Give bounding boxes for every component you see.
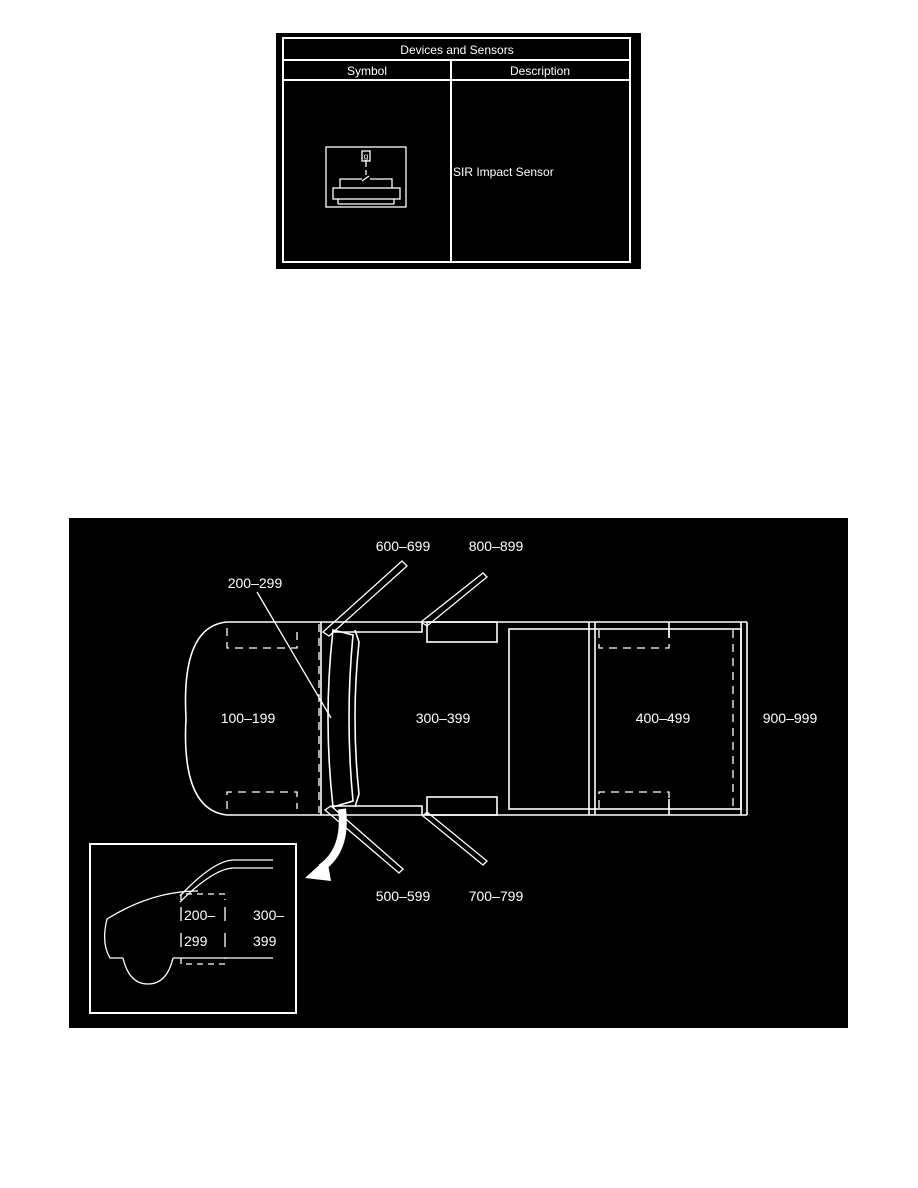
inset-dash-bottom <box>180 958 226 965</box>
inset-callout-arrow <box>305 808 347 881</box>
sensor-glyph: g <box>364 152 368 161</box>
zone-label-400: 400–499 <box>636 710 691 726</box>
windshield <box>327 629 354 809</box>
table-border <box>282 37 631 263</box>
devices-and-sensors-table: Devices and Sensors Symbol Description g… <box>276 33 641 269</box>
door-bottom-rear <box>426 796 498 816</box>
door-top-front <box>332 622 423 633</box>
zone-label-200: 200–299 <box>228 575 283 591</box>
zone-marker-front-top <box>226 628 298 649</box>
zone-label-100: 100–199 <box>221 710 276 726</box>
inset-roofline-inner <box>179 867 273 903</box>
inset-label-299: 299 <box>184 933 208 949</box>
column-header-description: Description <box>510 64 570 78</box>
inset-body-outline <box>103 890 273 959</box>
leader-500 <box>323 805 404 874</box>
inset-roofline <box>179 859 273 897</box>
leader-700 <box>422 811 488 866</box>
leader-800 <box>419 572 488 627</box>
table-svg: Devices and Sensors Symbol Description g… <box>282 37 631 263</box>
table-title: Devices and Sensors <box>400 43 513 57</box>
windshield-frame <box>354 629 360 808</box>
inset-label-399: 399 <box>253 933 277 949</box>
inset-wheel-arch <box>122 957 174 985</box>
inset-label-200: 200– <box>184 907 215 923</box>
side-view-inset: 200– 299 300– 399 <box>89 843 297 1014</box>
description-cell: SIR Impact Sensor <box>453 165 554 179</box>
zone-marker-box-top <box>598 630 670 649</box>
zone-label-500: 500–599 <box>376 888 431 904</box>
zone-label-900: 900–999 <box>763 710 818 726</box>
door-top-rear <box>426 621 498 643</box>
zone-marker-front-bottom <box>226 791 298 809</box>
leader-200 <box>256 591 332 719</box>
leader-600 <box>321 560 408 637</box>
inset-label-300: 300– <box>253 907 284 923</box>
zone-label-600: 600–699 <box>376 538 431 554</box>
zone-marker-box-bottom <box>598 791 670 808</box>
zone-label-300: 300–399 <box>416 710 471 726</box>
vehicle-hood-outline <box>184 621 321 816</box>
cargo-box <box>508 628 742 810</box>
door-bottom-front <box>332 805 423 815</box>
vehicle-zone-diagram: 100–199 200–299 300–399 400–499 500–599 … <box>69 518 848 1028</box>
zone-label-700: 700–799 <box>469 888 524 904</box>
zone-label-800: 800–899 <box>469 538 524 554</box>
impact-sensor-symbol-icon <box>325 146 407 208</box>
column-header-symbol: Symbol <box>347 64 387 78</box>
inset-dash-top <box>180 893 226 900</box>
zone-diagram-svg: 100–199 200–299 300–399 400–499 500–599 … <box>89 538 818 1014</box>
